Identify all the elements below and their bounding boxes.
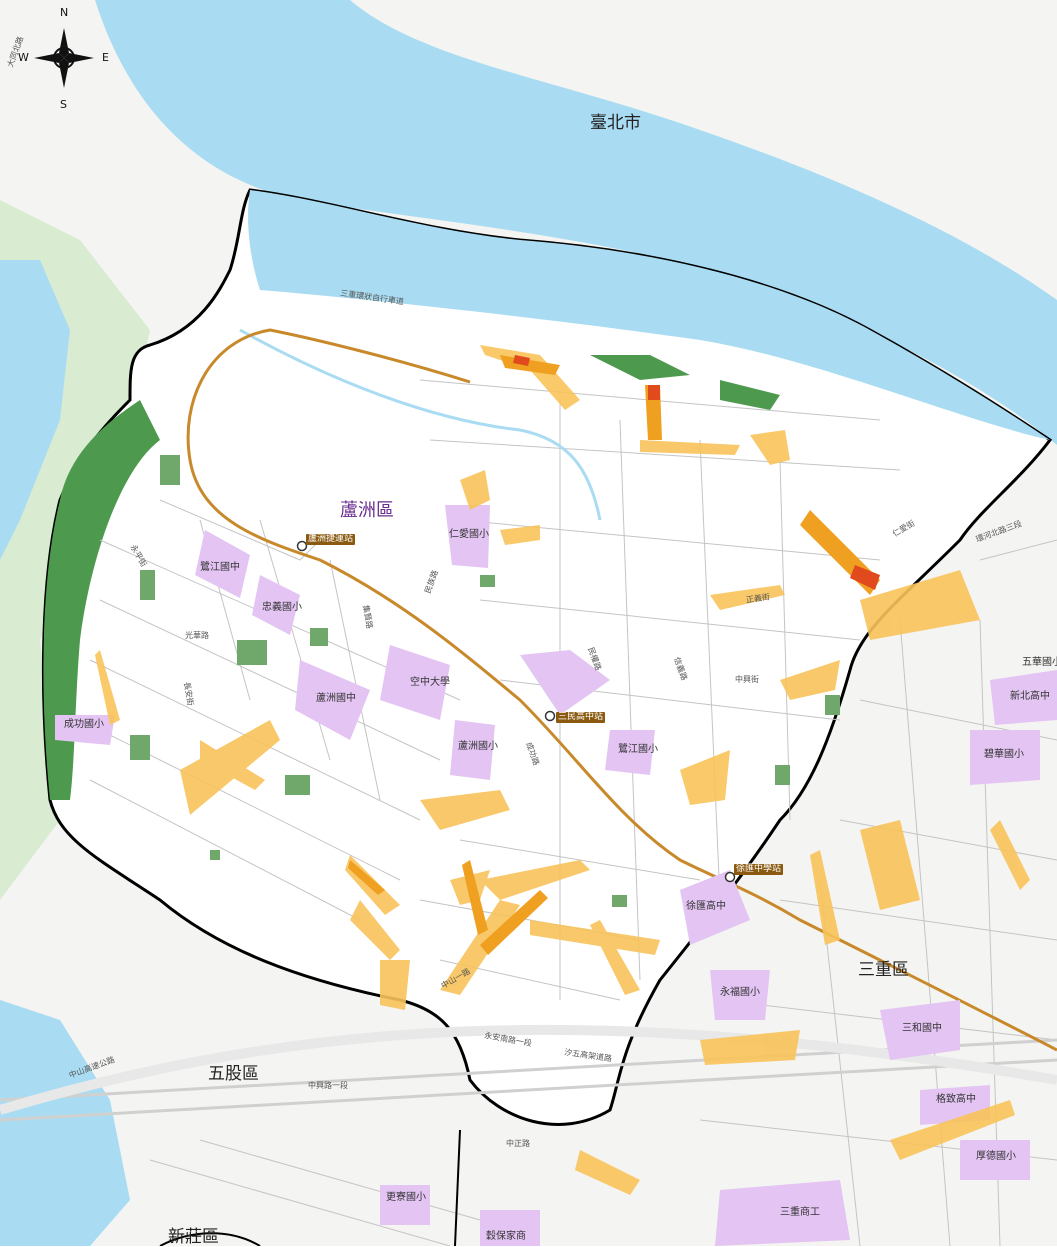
mrt-line (186, 328, 1057, 1052)
label-school: 穀保家商 (486, 1231, 526, 1242)
small-parks (130, 455, 840, 907)
school-areas (55, 505, 1057, 1246)
road-label: 光華路 (185, 631, 209, 640)
label-school: 格致高中 (936, 1094, 976, 1105)
station-marker-sanmin (544, 710, 556, 722)
label-taipei: 臺北市 (590, 113, 641, 133)
label-wugu: 五股區 (208, 1064, 259, 1084)
hotspots-high (513, 355, 880, 590)
hotspots-low (95, 345, 1030, 1195)
label-school: 五華國小 (1022, 657, 1057, 668)
compass-e: E (102, 51, 109, 64)
station-label-xuhui: 徐匯中學站 (734, 864, 784, 875)
compass-s: S (60, 98, 67, 111)
label-school: 蘆洲國中 (316, 693, 356, 704)
label-school: 鷺江國中 (200, 562, 240, 573)
label-school: 鷺江國小 (618, 744, 658, 755)
label-luzhou: 蘆洲區 (340, 500, 394, 521)
station-label-luzhou: 蘆洲捷運站 (306, 534, 356, 545)
north-park-2 (720, 380, 780, 410)
river-inside-boundary (248, 190, 1051, 440)
wugu-boundary (454, 1129, 461, 1246)
station-marker-xuhui (724, 871, 736, 883)
zhongshan-highway (0, 1024, 1057, 1115)
label-school: 蘆洲國小 (458, 741, 498, 752)
label-school: 永福國小 (720, 987, 760, 998)
label-school: 三和國中 (902, 1023, 942, 1034)
compass-n: N (60, 6, 69, 19)
label-school: 新北高中 (1010, 691, 1050, 702)
label-school: 三重商工 (780, 1207, 820, 1218)
compass-w: W (18, 51, 29, 64)
label-xinzhuang: 新莊區 (168, 1227, 219, 1247)
label-school: 更寮國小 (386, 1192, 426, 1203)
road-label: 中正路 (506, 1139, 530, 1148)
label-school: 空中大學 (410, 677, 450, 688)
west-river (0, 260, 70, 560)
label-school: 忠義國小 (262, 602, 302, 613)
tamsui-river (95, 0, 1057, 445)
southwest-river (0, 1000, 130, 1246)
label-school: 徐匯高中 (686, 901, 726, 912)
label-school: 碧華國小 (984, 749, 1024, 760)
station-label-sanmin: 三民高中站 (556, 712, 606, 723)
north-arrow: N S W E (18, 6, 109, 111)
label-school: 厚德國小 (976, 1151, 1016, 1162)
road-label: 中興街 (735, 675, 759, 684)
xinzhuang-boundary (159, 1232, 261, 1246)
west-green-strip (43, 400, 160, 800)
canal (239, 328, 602, 521)
label-school: 仁愛國小 (449, 529, 489, 540)
road-label: 中興路一段 (308, 1081, 348, 1090)
compass-graphic (34, 28, 94, 88)
label-school: 成功國小 (64, 719, 104, 730)
station-marker-luzhou (296, 540, 308, 552)
north-park (590, 355, 690, 380)
label-sanchong: 三重區 (858, 960, 909, 980)
